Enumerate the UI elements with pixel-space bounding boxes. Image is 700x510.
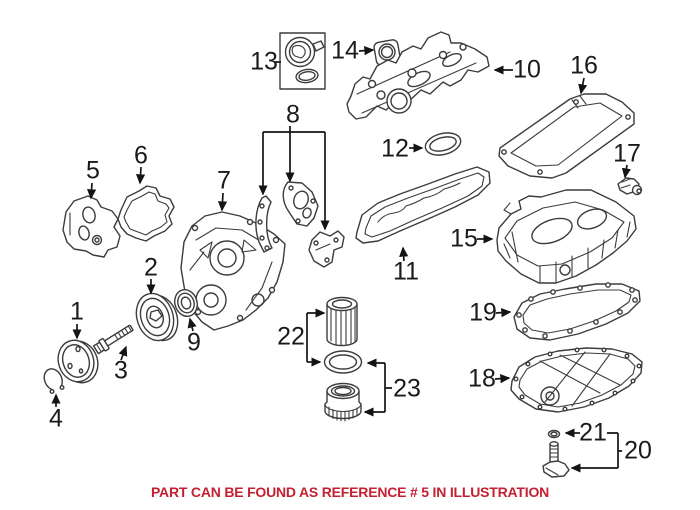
callout-10: 10	[513, 55, 541, 84]
part-23-filter-cap	[324, 382, 362, 422]
part-4-snap-ring	[43, 368, 65, 395]
part-19-lower-pan-gasket	[513, 282, 641, 341]
callout-18: 18	[468, 364, 496, 393]
part-14-cap-seal	[373, 39, 401, 66]
callout-16: 16	[570, 51, 598, 80]
callout-17: 17	[613, 139, 641, 168]
part-20-drain-plug	[542, 441, 570, 478]
part-6-gasket	[117, 185, 175, 242]
callout-19: 19	[469, 298, 497, 327]
callout-9: 9	[187, 328, 201, 357]
part-11-valve-cover-gasket	[355, 166, 491, 244]
part-22-oil-filter	[323, 296, 363, 374]
callout-7: 7	[217, 166, 231, 195]
callout-20: 20	[624, 436, 652, 465]
part-7-timing-cover	[180, 211, 286, 331]
callout-12: 12	[381, 134, 409, 163]
part-10-valve-cover	[346, 31, 490, 120]
callout-13: 13	[250, 47, 278, 76]
part-12-seal	[424, 132, 462, 156]
callout-23: 23	[393, 374, 421, 403]
part-5-cover-plate	[62, 195, 121, 258]
part-8-gasket-set	[255, 181, 345, 268]
callout-22: 22	[277, 322, 305, 351]
callout-5: 5	[86, 156, 100, 185]
part-3-bolt	[92, 324, 134, 355]
part-21-drain-plug-seal	[547, 429, 561, 439]
callout-11: 11	[393, 257, 419, 286]
part-1-damper	[57, 339, 99, 384]
part-16-oil-pan-gasket	[498, 93, 635, 179]
callout-6: 6	[134, 141, 148, 170]
part-17-oil-level-sensor	[617, 177, 643, 196]
part-2-pulley	[135, 292, 179, 342]
callout-2: 2	[144, 253, 158, 282]
callout-21: 21	[579, 418, 607, 447]
callout-4: 4	[49, 404, 63, 433]
callout-8: 8	[286, 100, 300, 129]
part-13-filler-cap-kit	[279, 32, 326, 90]
callout-3: 3	[114, 356, 128, 385]
part-18-lower-oil-pan	[510, 347, 643, 413]
part-15-upper-oil-pan	[496, 189, 637, 284]
callout-14: 14	[331, 36, 359, 65]
callout-1: 1	[70, 297, 84, 326]
callout-15: 15	[450, 224, 478, 253]
part-9-shaft-seal	[174, 289, 198, 317]
callout-lines	[51, 46, 631, 473]
footer-note: PART CAN BE FOUND AS REFERENCE # 5 IN IL…	[150, 484, 550, 500]
